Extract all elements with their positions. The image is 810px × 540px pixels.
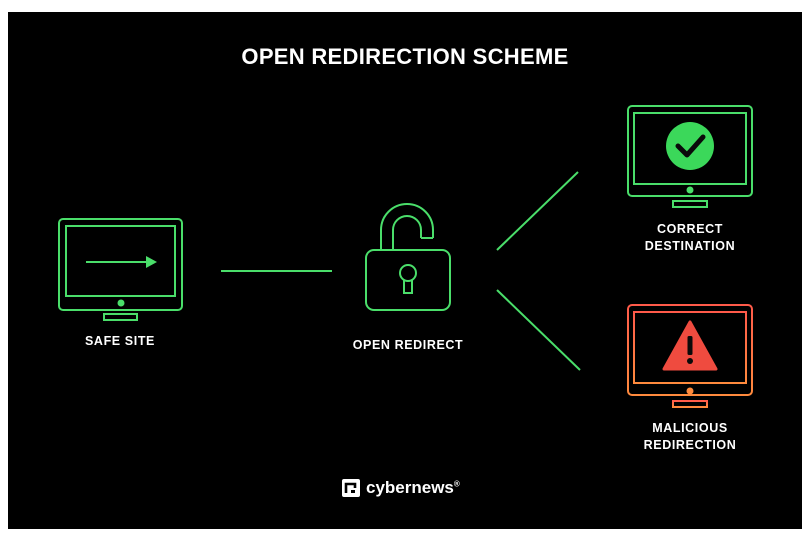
safe-site-monitor-icon bbox=[58, 218, 183, 321]
connector-line-to-malicious bbox=[496, 289, 581, 371]
diagram-panel bbox=[8, 12, 802, 529]
diagram-title: OPEN REDIRECTION SCHEME bbox=[241, 44, 569, 69]
connector-line-to-correct bbox=[496, 171, 579, 251]
correct-destination-label: CORRECT DESTINATION bbox=[644, 222, 736, 253]
correct-destination-monitor-icon bbox=[627, 105, 753, 208]
open-padlock-icon bbox=[365, 203, 451, 311]
safe-site-label: SAFE SITE bbox=[85, 334, 155, 348]
cybernews-brand: cybernews® bbox=[342, 478, 460, 498]
open-redirect-label: OPEN REDIRECT bbox=[352, 338, 464, 352]
check-icon bbox=[666, 122, 714, 170]
cybernews-logo-icon bbox=[342, 479, 360, 497]
warning-icon bbox=[662, 320, 718, 371]
malicious-monitor-icon bbox=[627, 304, 753, 408]
cybernews-wordmark: cybernews® bbox=[366, 478, 460, 497]
malicious-redirection-label: MALICIOUS REDIRECTION bbox=[643, 421, 737, 452]
